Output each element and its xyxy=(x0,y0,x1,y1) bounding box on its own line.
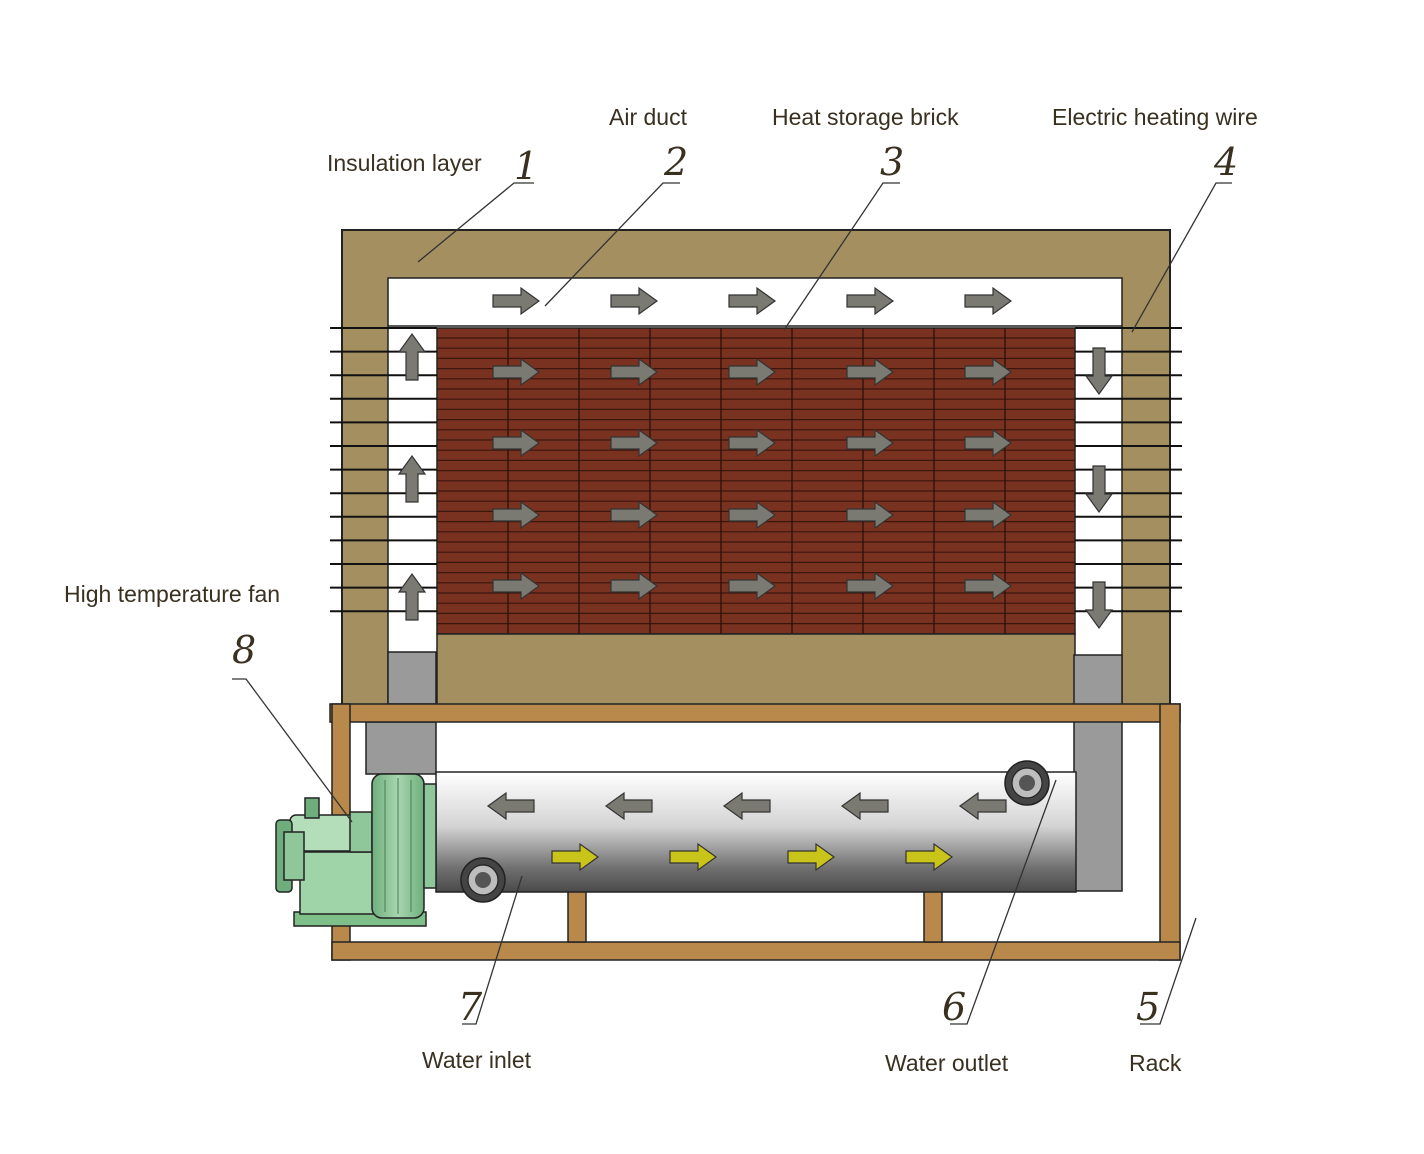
label-water-inlet: Water inlet xyxy=(422,1047,532,1073)
label-air-duct: Air duct xyxy=(609,104,688,130)
callout-number-2: 2 xyxy=(663,140,688,184)
air-flow-arrow xyxy=(964,357,1013,387)
label-insulation-layer: Insulation layer xyxy=(327,150,482,176)
air-flow-arrow xyxy=(964,500,1013,530)
air-flow-arrow xyxy=(728,428,777,458)
air-flow-arrow xyxy=(492,571,541,601)
air-flow-arrow xyxy=(846,500,895,530)
callout-number-6: 6 xyxy=(942,985,966,1029)
leader-6 xyxy=(950,779,1057,1025)
leader-1 xyxy=(417,182,534,263)
rack xyxy=(329,703,1181,961)
air-flow-arrow xyxy=(964,428,1013,458)
leader-8 xyxy=(232,678,353,823)
air-flow-arrow xyxy=(492,357,541,387)
leader-2 xyxy=(544,182,680,307)
callout-number-1: 1 xyxy=(514,144,538,188)
air-flow-arrow xyxy=(728,571,777,601)
air-flow-arrow xyxy=(492,500,541,530)
air-flow-arrow xyxy=(492,286,541,316)
air-flow-arrow xyxy=(728,500,777,530)
air-flow-arrow xyxy=(397,572,427,621)
flow-arrows xyxy=(397,286,1114,872)
air-flow-arrow xyxy=(964,571,1013,601)
water-tank xyxy=(435,771,1077,893)
label-high-temperature-fan: High temperature fan xyxy=(64,581,280,607)
brick-base xyxy=(436,633,1076,711)
air-flow-arrow xyxy=(610,286,659,316)
water-flow-arrow xyxy=(787,842,836,872)
leader-4 xyxy=(1131,182,1232,333)
air-flow-arrow xyxy=(397,332,427,381)
right-duct xyxy=(1073,654,1123,892)
water-inlet-flange xyxy=(460,857,506,903)
air-flow-arrow xyxy=(728,357,777,387)
water-flow-arrow xyxy=(958,791,1007,821)
high-temperature-fan xyxy=(275,773,437,927)
callout-number-5: 5 xyxy=(1136,985,1160,1029)
water-flow-arrow xyxy=(840,791,889,821)
label-rack: Rack xyxy=(1129,1050,1182,1076)
air-flow-arrow xyxy=(846,286,895,316)
air-flow-arrow xyxy=(1084,465,1114,514)
leader-7 xyxy=(462,875,523,1025)
water-flow-arrow xyxy=(905,842,954,872)
water-outlet-flange xyxy=(1004,760,1050,806)
left-duct-lower xyxy=(365,721,437,775)
air-flow-arrow xyxy=(492,428,541,458)
leader-3 xyxy=(783,182,900,331)
label-electric-heating-wire: Electric heating wire xyxy=(1052,104,1258,130)
air-flow-arrow xyxy=(964,286,1013,316)
callout-number-3: 3 xyxy=(880,140,904,184)
air-flow-arrow xyxy=(610,428,659,458)
air-flow-arrow xyxy=(846,357,895,387)
label-water-outlet: Water outlet xyxy=(885,1050,1009,1076)
air-flow-arrow xyxy=(610,571,659,601)
air-flow-arrow xyxy=(846,571,895,601)
air-flow-arrow xyxy=(1084,347,1114,396)
air-flow-arrow xyxy=(728,286,777,316)
callout-number-8: 8 xyxy=(232,628,256,672)
leader-lines xyxy=(232,182,1232,1025)
leader-5 xyxy=(1140,917,1197,1025)
water-flow-arrow xyxy=(669,842,718,872)
left-duct-upper xyxy=(387,651,437,705)
callout-number-7: 7 xyxy=(458,985,483,1029)
water-flow-arrow xyxy=(604,791,653,821)
air-flow-arrow xyxy=(1084,581,1114,630)
air-flow-arrow xyxy=(610,500,659,530)
electric-heating-wire xyxy=(330,327,1182,613)
water-flow-arrow xyxy=(486,791,535,821)
air-flow-arrow xyxy=(846,428,895,458)
air-flow-arrow xyxy=(397,454,427,503)
water-flow-arrow xyxy=(551,842,600,872)
callout-number-4: 4 xyxy=(1213,140,1238,184)
label-heat-storage-brick: Heat storage brick xyxy=(772,104,959,130)
water-flow-arrow xyxy=(722,791,771,821)
air-flow-arrow xyxy=(610,357,659,387)
